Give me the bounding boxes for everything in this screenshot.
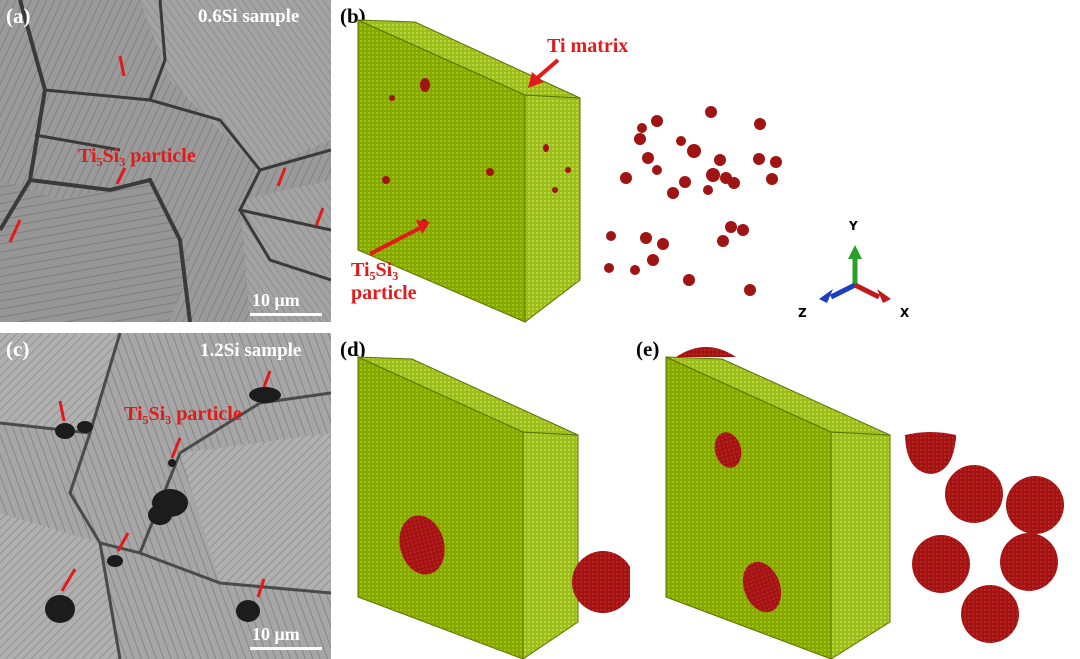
loose-particle-e5 [961,585,1019,643]
loose-particle-e1 [945,465,1003,523]
embedded-particle-e2 [742,561,782,613]
particle-cloud-b [604,106,782,296]
scale-text-c: 10 μm [252,624,300,644]
panel-label-e: (e) [636,337,660,361]
red-arrow-markers-c [58,370,272,598]
loose-particle-e2 [1006,476,1064,534]
scale-bar-a [250,313,322,316]
red-arrow-markers-a [8,55,325,243]
sem-texture-c [0,333,331,659]
panel-label-a: (a) [6,4,31,28]
loose-particle-d [572,551,630,613]
matrix-top-face-b [357,19,581,99]
top-cap-particle-e [676,347,736,357]
embedded-particle-d [399,515,445,575]
dark-particles-c [45,387,281,623]
embedded-particle-e1 [714,432,742,468]
annotation-arrows-b [369,58,560,256]
matrix-side-face-d [522,431,579,659]
loose-particle-e3 [912,535,970,593]
matrix-side-face-e [830,431,891,659]
sem-micrograph-c [0,333,331,659]
scale-bar-c [250,647,322,650]
particle-label-b-line1: Ti₅Si₃ [351,259,399,281]
loose-particle-e4 [1000,533,1058,591]
matrix-side-face-b [524,94,581,324]
sem-texture-a [0,0,331,322]
matrix-top-face-e [665,356,891,436]
axis-label-x: X [900,306,910,320]
matrix-label-b: Ti matrix [547,35,629,57]
panel-label-c: (c) [6,337,30,361]
axis-triad [819,245,891,303]
axis-label-z: Z [798,306,807,320]
annotation-c: Ti₅Si₃ particle [124,403,242,425]
annotation-a: Ti₅Si₃ particle [78,145,196,167]
matrix-top-face-d [357,356,579,436]
sample-label-c: 1.2Si sample [200,340,302,361]
sem-micrograph-a [0,0,331,322]
sample-label-a: 0.6Si sample [198,6,300,27]
model-d [357,356,630,659]
model-e [665,347,1064,659]
scale-text-a: 10 μm [252,290,300,310]
model-b [357,19,891,324]
particle-label-b-line2: particle [351,282,417,304]
axis-label-y: Y [849,219,858,233]
